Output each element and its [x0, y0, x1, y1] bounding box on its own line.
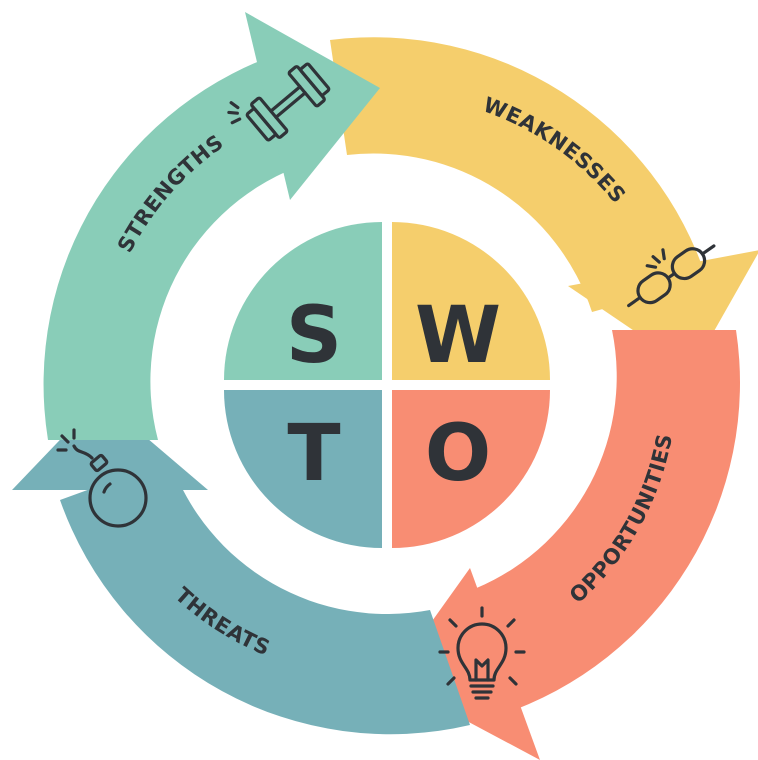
strengths-segment	[43, 12, 380, 440]
threats-arrowhead	[12, 398, 208, 490]
bomb-icon	[56, 428, 148, 528]
opportunities-letter: O	[425, 409, 491, 499]
weaknesses-arrowhead	[568, 250, 758, 370]
strengths-letter: S	[286, 291, 342, 381]
opportunities-segment	[390, 330, 740, 760]
ring	[12, 12, 758, 760]
dumbbell-icon	[227, 62, 331, 142]
strengths-arrowhead	[245, 12, 380, 200]
threats-arc	[60, 460, 470, 735]
lightbulb-icon	[438, 606, 526, 700]
swot-center-circle: S W T O	[224, 222, 550, 548]
threats-segment	[12, 398, 470, 735]
broken-chain-icon	[627, 244, 716, 308]
weaknesses-arc	[330, 37, 707, 312]
opportunities-arrowhead	[390, 568, 540, 760]
weaknesses-segment	[330, 37, 758, 370]
weaknesses-letter: W	[415, 291, 501, 381]
strengths-arc	[43, 50, 319, 440]
strengths-quadrant	[224, 222, 382, 380]
threats-letter: T	[287, 409, 340, 499]
opportunities-arc	[455, 330, 740, 715]
weaknesses-quadrant	[392, 222, 550, 380]
threats-quadrant	[224, 390, 382, 548]
opportunities-quadrant	[392, 390, 550, 548]
